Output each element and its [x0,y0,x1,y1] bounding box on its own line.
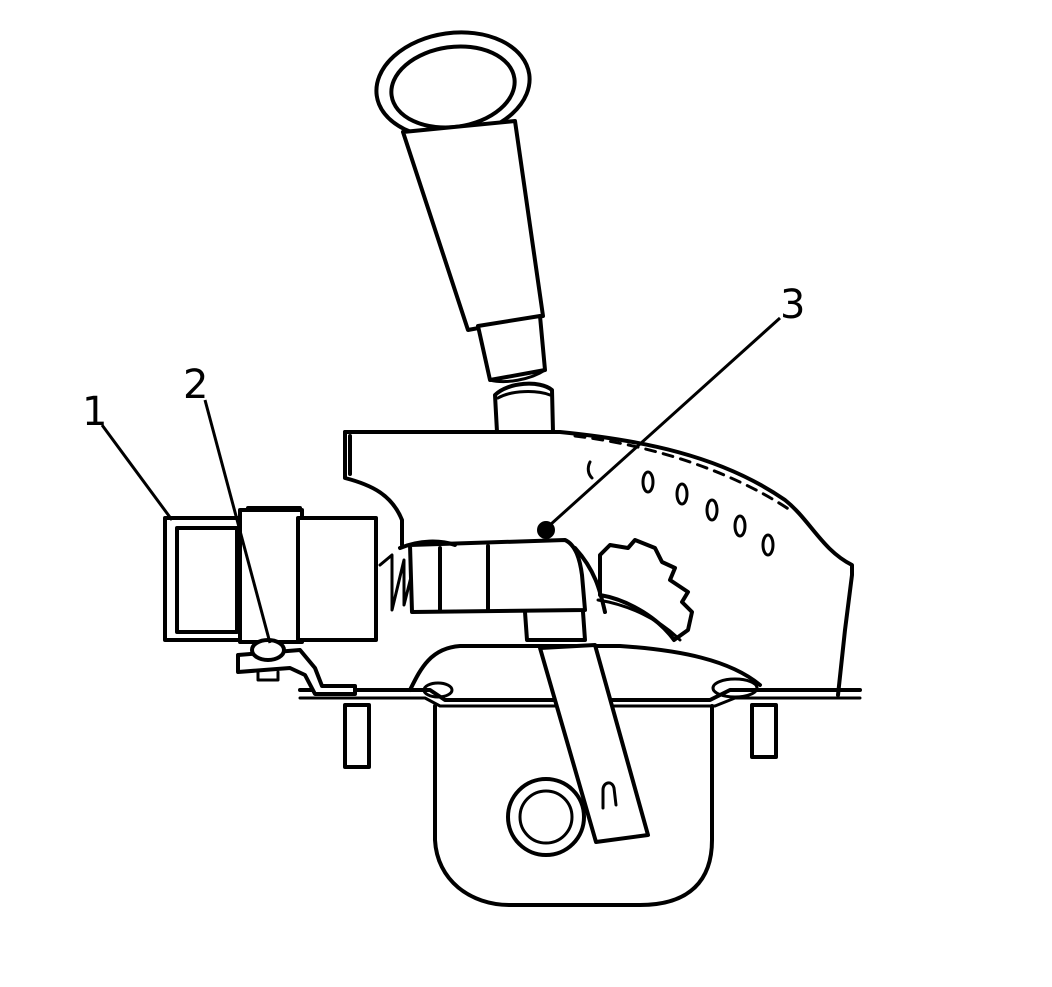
detent-slot [733,514,747,538]
detent-slot [675,482,689,506]
leader-line-2 [203,399,272,644]
callout-2-label: 2 [183,362,208,408]
bracket-screw [250,638,286,662]
retaining-pin [537,521,555,539]
detent-slot [641,470,655,494]
detent-slot [705,498,719,522]
leader-line-3 [548,316,782,527]
mounting-stud [750,703,778,759]
detent-cam [596,538,694,642]
detent-slot [761,533,775,557]
shift-lever-stub [493,381,555,434]
lower-bracket [433,704,714,907]
leader-line-1 [100,424,174,521]
detent-lever [538,643,650,844]
shifter-housing [343,430,854,697]
shift-lock-solenoid [163,506,416,644]
shift-knob [374,30,547,384]
callout-1-label: 1 [82,389,107,435]
mounting-stud [343,703,371,769]
solenoid-bracket [236,638,357,696]
callout-3-label: 3 [780,282,805,328]
pivot-hole [506,777,586,857]
shift-lock-plunger [398,538,607,642]
